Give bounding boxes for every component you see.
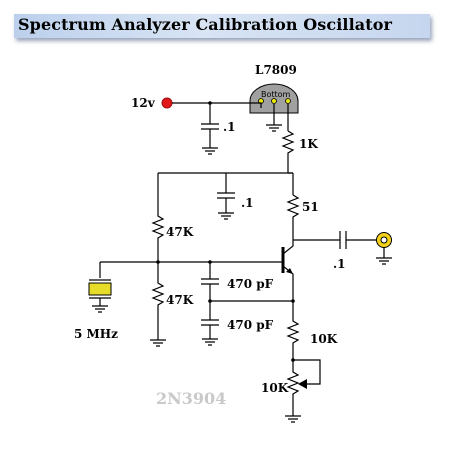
crystal-label: 5 MHz	[74, 327, 118, 341]
title-bar: Spectrum Analyzer Calibration Oscillator	[14, 14, 430, 38]
capacitor-470pf-bottom-label: 470 pF	[227, 318, 274, 332]
resistor-47k-bottom	[151, 262, 165, 340]
wire-supply	[172, 102, 262, 108]
resistor-1k	[281, 130, 295, 173]
capacitor-supply	[201, 103, 219, 155]
wiper-arrow	[298, 379, 307, 389]
resistor-10k-label: 10K	[310, 332, 338, 346]
regulator-label: L7809	[255, 63, 297, 77]
transistor-2n3904	[281, 240, 294, 301]
transistor-label: 2N3904	[156, 389, 226, 408]
resistor-47k-top-label: 47K	[166, 225, 194, 239]
resistor-51-label: 51	[302, 200, 319, 214]
supply-terminal-dot	[161, 97, 173, 109]
regulator-pin-label: Bottom	[261, 90, 291, 99]
potentiometer-10k	[286, 360, 300, 416]
ground-pot	[285, 415, 301, 423]
resistor-51	[286, 194, 300, 240]
capacitor-470pf-top-label: 470 pF	[227, 277, 274, 291]
crystal-5mhz	[88, 262, 112, 313]
capacitor-470pf-bottom	[201, 301, 219, 346]
capacitor-bypass-label: .1	[241, 196, 254, 210]
potentiometer-wiper	[293, 359, 321, 385]
resistor-47k-top	[151, 173, 165, 262]
resistor-10k	[286, 301, 300, 360]
capacitor-470pf-top	[201, 262, 219, 301]
capacitor-bypass	[217, 173, 235, 220]
capacitor-output	[339, 231, 347, 249]
ground-regulator	[266, 104, 282, 132]
ground-47k	[150, 339, 166, 347]
capacitor-supply-label: .1	[223, 120, 236, 134]
resistor-47k-bottom-label: 47K	[166, 293, 194, 307]
diagram-title: Spectrum Analyzer Calibration Oscillator	[18, 15, 393, 34]
resistor-1k-label: 1K	[299, 137, 318, 151]
capacitor-output-label: .1	[333, 257, 346, 271]
supply-label: 12v	[131, 96, 156, 110]
output-jack	[376, 232, 392, 265]
regulator-l7809	[249, 83, 299, 114]
potentiometer-label: 10K	[261, 381, 289, 395]
